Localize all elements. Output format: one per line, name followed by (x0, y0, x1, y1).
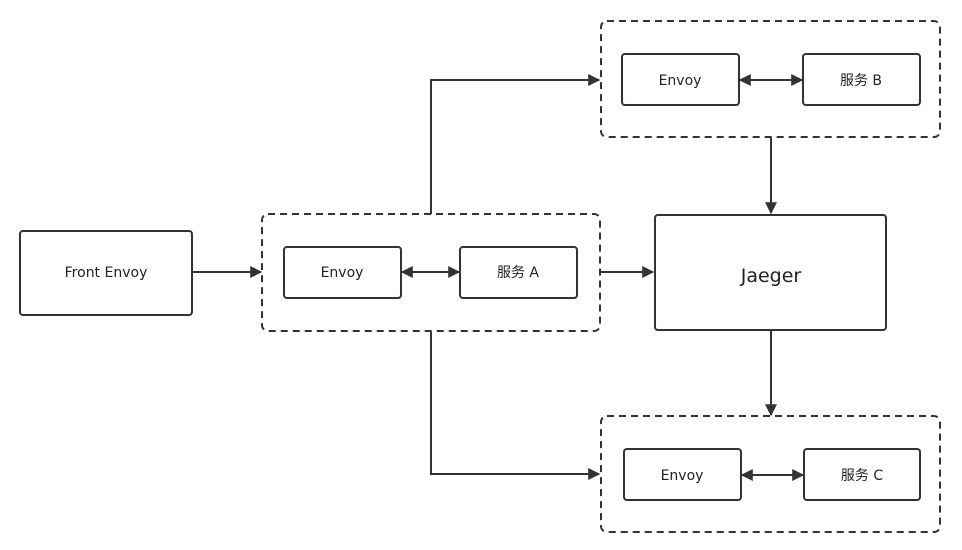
envoy-b-label: Envoy (659, 73, 702, 89)
service-c-label: 服务 C (841, 468, 883, 484)
envoy-c-node: Envoy (623, 448, 742, 501)
edge-service-a-to-service-c (430, 332, 601, 480)
service-b-group: Envoy 服务 B (600, 20, 941, 138)
service-b-label: 服务 B (840, 73, 882, 89)
service-a-group: Envoy 服务 A (261, 213, 601, 332)
edge-service-a-to-service-b (430, 74, 601, 214)
service-c-node: 服务 C (803, 448, 921, 501)
envoy-b-node: Envoy (621, 53, 740, 106)
envoy-a-node: Envoy (283, 246, 402, 299)
service-b-node: 服务 B (802, 53, 921, 106)
envoy-a-label: Envoy (321, 265, 364, 281)
connectors (192, 74, 805, 481)
service-a-node: 服务 A (459, 246, 578, 299)
front-envoy-node: Front Envoy (19, 230, 193, 316)
service-c-group: Envoy 服务 C (600, 415, 941, 533)
front-envoy-label: Front Envoy (65, 265, 148, 281)
service-a-label: 服务 A (497, 265, 539, 281)
jaeger-node: Jaeger (654, 214, 887, 331)
jaeger-label: Jaeger (740, 265, 802, 287)
envoy-c-label: Envoy (661, 468, 704, 484)
